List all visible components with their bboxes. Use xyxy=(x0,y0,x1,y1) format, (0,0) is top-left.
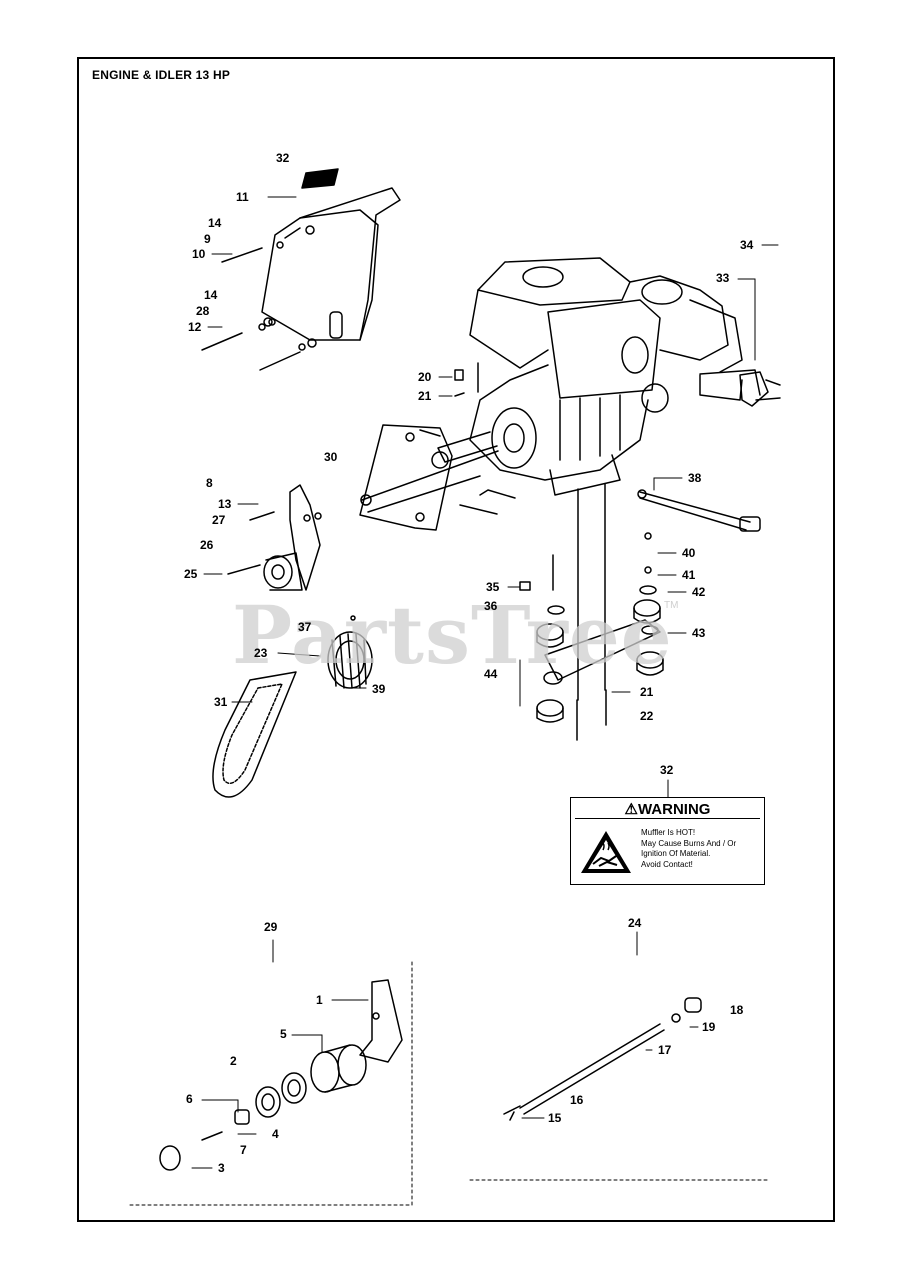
callout-7: 7 xyxy=(240,1143,247,1157)
callout-22: 22 xyxy=(640,709,654,723)
callout-38: 38 xyxy=(688,471,702,485)
callout-41: 41 xyxy=(682,568,696,582)
callout-20: 20 xyxy=(418,370,432,384)
diagram-frame xyxy=(77,57,835,1222)
callout-28: 28 xyxy=(196,304,210,318)
callout-34: 34 xyxy=(740,238,754,252)
engine-base-mount xyxy=(519,483,664,741)
callout-5: 5 xyxy=(280,1027,287,1041)
callout-2: 2 xyxy=(230,1054,237,1068)
watermark-trademark: TM xyxy=(664,600,679,611)
callout-3: 3 xyxy=(218,1161,225,1175)
callout-24: 24 xyxy=(628,916,642,930)
cable-assembly xyxy=(503,997,702,1121)
warning-divider xyxy=(575,818,760,819)
partstree-watermark: PartsTree xyxy=(232,588,673,682)
callout-44: 44 xyxy=(484,667,498,681)
v-belt xyxy=(212,671,297,798)
callout-14: 14 xyxy=(208,216,222,230)
callout-32: 32 xyxy=(660,763,674,777)
callout-23: 23 xyxy=(254,646,268,660)
belt-cover xyxy=(261,187,401,348)
callout-37: 37 xyxy=(298,620,312,634)
callout-33: 33 xyxy=(716,271,730,285)
hot-surface-warning-icon xyxy=(581,831,631,873)
warning-heading: ⚠WARNING xyxy=(624,801,711,818)
callout-25: 25 xyxy=(184,567,198,581)
callout-4: 4 xyxy=(272,1127,279,1141)
idler-assembly xyxy=(159,979,403,1171)
callout-27: 27 xyxy=(212,513,226,527)
engine xyxy=(469,257,761,496)
callout-19: 19 xyxy=(702,1020,716,1034)
idler-bracket-plate xyxy=(359,424,453,531)
callout-10: 10 xyxy=(192,247,206,261)
warning-decal: ⚠WARNING Muffler Is HOT! May Cause Burns… xyxy=(570,797,765,885)
callout-16: 16 xyxy=(570,1093,584,1107)
callout-32: 32 xyxy=(276,151,290,165)
callout-43: 43 xyxy=(692,626,706,640)
callout-21: 21 xyxy=(418,389,432,403)
callout-31: 31 xyxy=(214,695,228,709)
callout-29: 29 xyxy=(264,920,278,934)
callout-11: 11 xyxy=(236,190,249,204)
diagram-title: ENGINE & IDLER 13 HP xyxy=(92,68,231,82)
callout-36: 36 xyxy=(484,599,498,613)
callout-35: 35 xyxy=(486,580,500,594)
callout-8: 8 xyxy=(206,476,213,490)
callout-12: 12 xyxy=(188,320,202,334)
callout-17: 17 xyxy=(658,1043,672,1057)
callout-13: 13 xyxy=(218,497,232,511)
callout-15: 15 xyxy=(548,1111,562,1125)
callout-40: 40 xyxy=(682,546,696,560)
callout-30: 30 xyxy=(324,450,338,464)
callout-18: 18 xyxy=(730,1003,744,1017)
callout-21: 21 xyxy=(640,685,654,699)
callout-6: 6 xyxy=(186,1092,193,1106)
callout-26: 26 xyxy=(200,538,214,552)
callout-39: 39 xyxy=(372,682,386,696)
callout-9: 9 xyxy=(204,232,211,246)
callout-42: 42 xyxy=(692,585,706,599)
callout-1: 1 xyxy=(316,993,323,1007)
callout-14: 14 xyxy=(204,288,218,302)
warning-text: Muffler Is HOT! May Cause Burns And / Or… xyxy=(641,828,737,869)
